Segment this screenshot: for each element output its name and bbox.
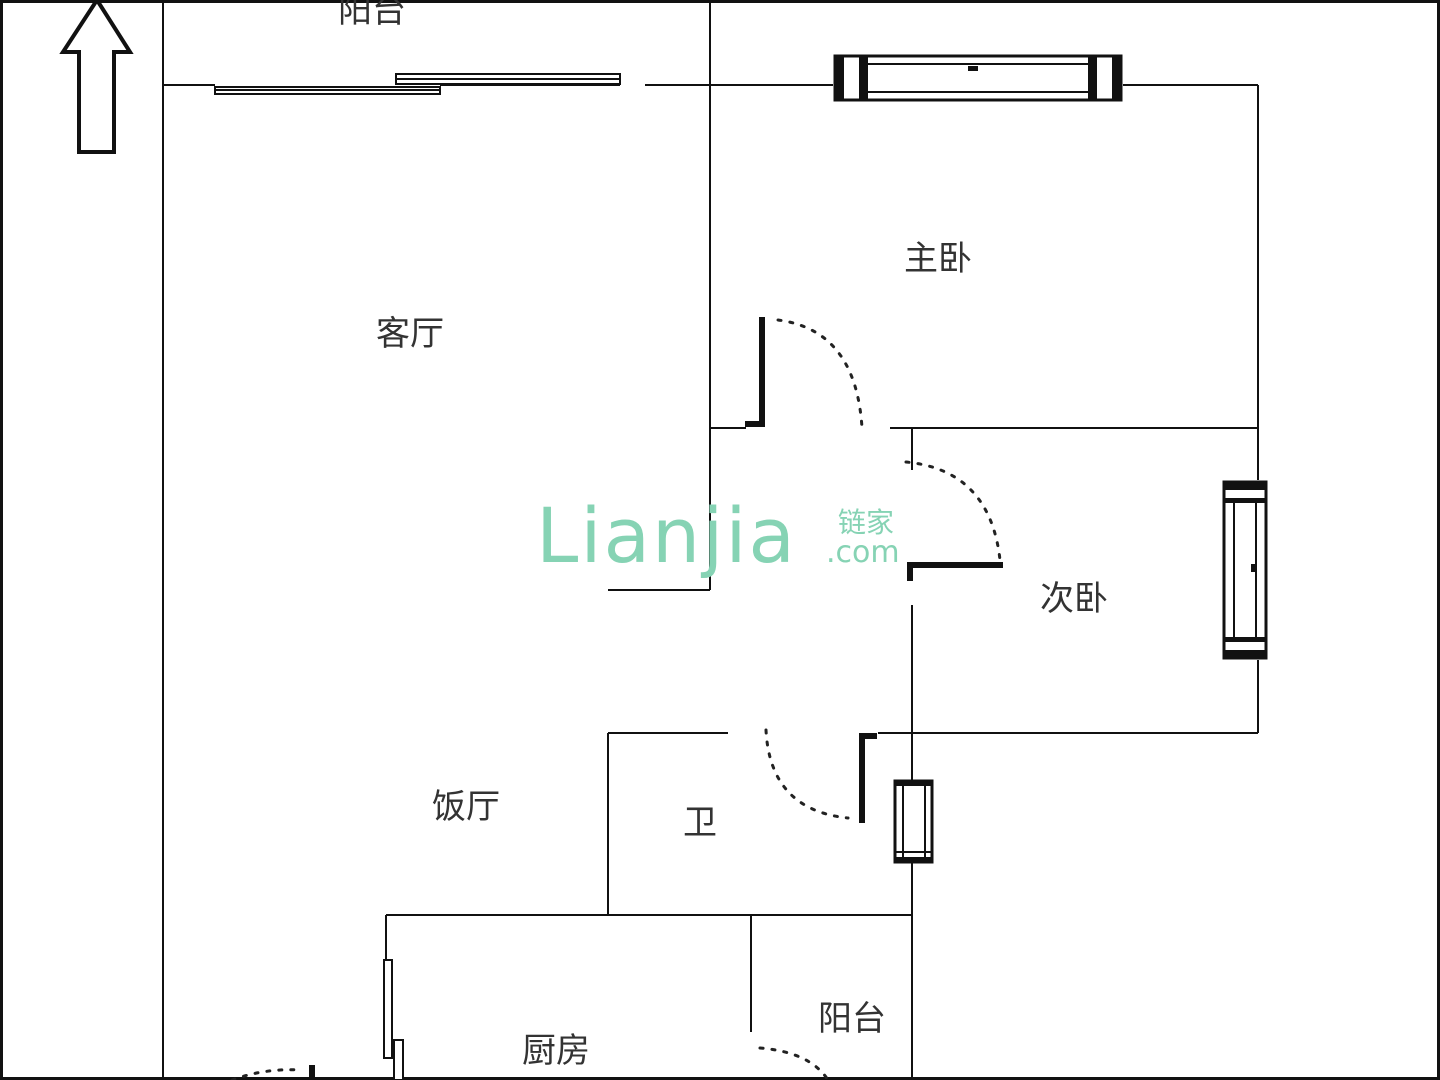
- watermark-brand: Lianjia: [536, 491, 797, 580]
- label-balcony-bottom: 阳台: [818, 999, 886, 1039]
- north-arrow-icon: [59, 0, 134, 154]
- label-living-room: 客厅: [376, 314, 444, 354]
- label-kitchen: 厨房: [522, 1031, 590, 1071]
- label-balcony-top: 阳台: [338, 0, 406, 31]
- label-second-bedroom: 次卧: [1040, 579, 1108, 619]
- label-bathroom: 卫: [683, 803, 717, 843]
- doors: [230, 317, 1003, 1080]
- watermark-cn: 链家: [838, 506, 894, 539]
- watermark: Lianjia 链家 .com: [536, 491, 900, 580]
- label-master-bedroom: 主卧: [904, 239, 972, 279]
- walls: [162, 0, 1259, 1080]
- windows: [214, 54, 1268, 1080]
- watermark-domain: .com: [826, 535, 900, 570]
- room-labels: 阳台 主卧 客厅 次卧 饭厅 卫 阳台 厨房: [338, 0, 1108, 1071]
- label-dining-room: 饭厅: [432, 787, 500, 827]
